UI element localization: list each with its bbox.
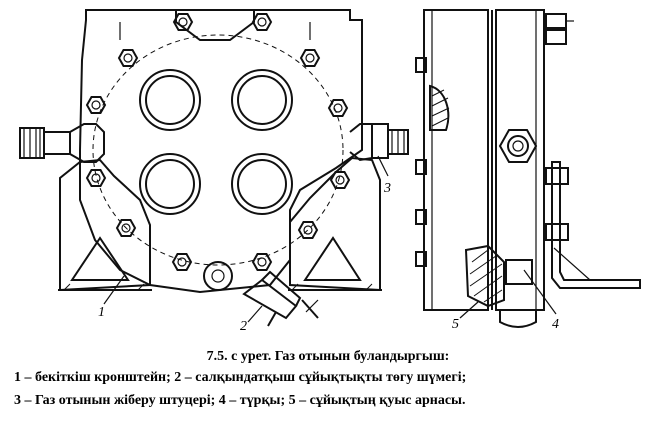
callout-3: 3 [383,181,391,196]
perimeter-bolts [85,13,351,271]
callout-4: 4 [552,317,559,332]
fluid-cavity-channel [464,244,505,308]
evaporator-drawing: 1 2 3 4 5 [19,9,641,334]
mounting-bracket-left [58,158,152,292]
gas-fuel-inlet-fitting [349,123,409,162]
side-view-center-nut [498,129,538,163]
front-view [19,9,409,327]
body-right-plate [495,9,545,311]
side-view [415,9,641,328]
callout-5: 5 [452,317,459,332]
callout-1: 1 [98,305,105,320]
coolant-drain-tap [203,261,319,327]
body-left-plate [423,9,489,311]
port-upper-right [231,69,293,131]
mounting-bracket-right [288,156,382,292]
callout-2: 2 [240,319,247,334]
port-lower-right [231,153,293,215]
left-fuel-fitting [19,123,105,163]
bolt-circle [92,34,344,266]
caption-legend-line-2: 3 – Газ отынын жіберу штуцері; 4 – түрқы… [14,393,466,408]
side-bracket [551,161,641,289]
port-lower-left [139,153,201,215]
caption-legend-line-1: 1 – бекіткіш кронштейн; 2 – салқындатқыш… [14,370,467,385]
port-upper-left [139,69,201,131]
caption-title: 7.5. с урет. Газ отынын буландыргыш: [206,349,450,364]
